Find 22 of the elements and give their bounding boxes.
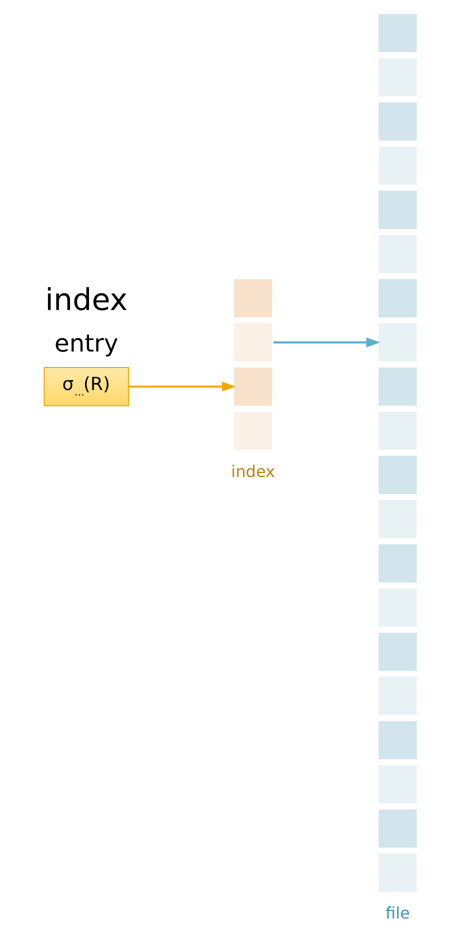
label: entry [54,329,118,358]
node-box [232,276,274,319]
label: index [231,461,276,480]
node-box [376,365,419,408]
node-box [232,409,274,452]
node-box [376,806,419,850]
node-box [376,718,419,761]
node-box [376,453,419,496]
node-box [376,542,419,584]
node-box: σ$_{…}$(R) [44,366,130,406]
node-box [232,365,274,408]
node-box [232,320,274,364]
node-box [376,100,419,142]
label: index [45,282,128,318]
arrow [128,381,236,392]
node-box [376,276,419,319]
node-box [376,12,419,54]
node-box [376,188,419,230]
node-box [376,320,419,364]
node-box [376,630,419,672]
label: file [385,903,410,922]
arrow [273,337,380,347]
